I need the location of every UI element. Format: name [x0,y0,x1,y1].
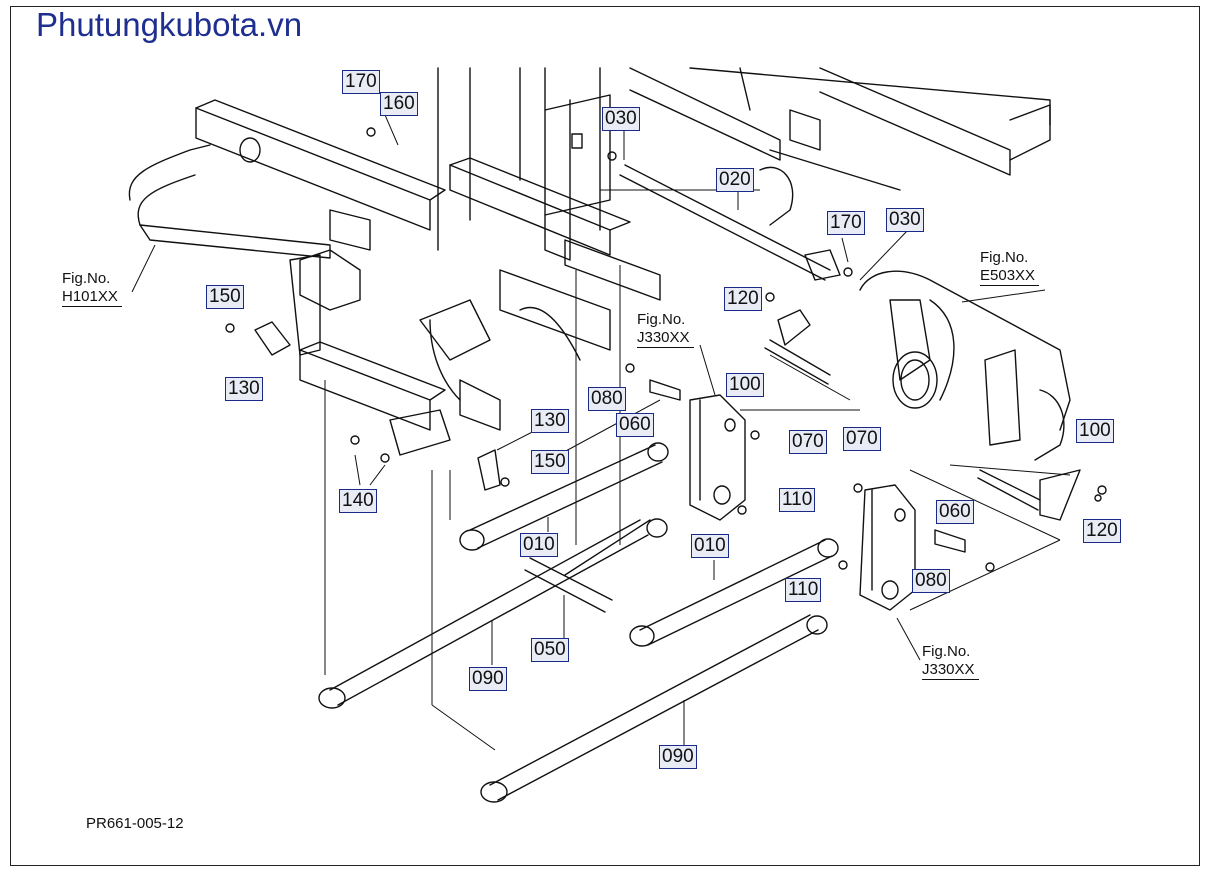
callout-090[interactable]: 090 [659,745,697,769]
callout-080[interactable]: 080 [588,387,626,411]
figure-ref-code: J330XX [637,329,694,348]
callout-100[interactable]: 100 [1076,419,1114,443]
figure-ref-label: Fig.No. [637,311,686,328]
hanger-bracket-left [689,394,746,521]
callout-140[interactable]: 140 [339,489,377,513]
callout-090[interactable]: 090 [469,667,507,691]
figure-ref-code: J330XX [922,661,979,680]
figure-ref-h101[interactable]: Fig.No. H101XX [62,270,122,307]
callout-110[interactable]: 110 [785,578,822,602]
callout-070[interactable]: 070 [843,427,881,451]
bracket-100-left [764,309,831,385]
site-title: Phutungkubota.vn [36,6,303,43]
callout-150[interactable]: 150 [531,450,569,474]
rear-frame [629,67,1051,226]
figure-ref-j330-upper[interactable]: Fig.No. J330XX [637,311,694,348]
hanger-bracket-right [859,484,916,611]
bolts [225,127,1107,572]
callout-170[interactable]: 170 [342,70,380,94]
drawing-number: PR661-005-12 [86,815,184,832]
callout-060[interactable]: 060 [616,413,654,437]
rod-090-upper [318,519,649,709]
callout-170[interactable]: 170 [827,211,865,235]
bracket-100-right [977,469,1081,521]
pin-060-upper [649,379,681,401]
callout-080[interactable]: 080 [912,569,950,593]
shaft-020 [607,151,841,281]
callout-010[interactable]: 010 [520,533,558,557]
link-010-left [459,442,669,551]
figure-ref-e503[interactable]: Fig.No. E503XX [980,249,1040,286]
center-frame [389,67,661,456]
callout-050[interactable]: 050 [531,638,569,662]
figure-ref-code: H101XX [62,288,122,307]
figure-ref-label: Fig.No. [62,270,111,287]
callout-030[interactable]: 030 [602,107,640,131]
figure-ref-code: E503XX [980,267,1040,286]
callout-150[interactable]: 150 [206,285,244,309]
left-frame-rail [128,99,446,431]
pin-060-lower [934,529,966,553]
shaft-050 [524,518,668,613]
plate-130-center [477,449,501,491]
callout-020[interactable]: 020 [716,168,754,192]
callout-030[interactable]: 030 [886,208,924,232]
callout-120[interactable]: 120 [724,287,762,311]
figure-ref-label: Fig.No. [922,643,971,660]
rod-090-lower [480,614,828,803]
link-010-right [629,538,839,647]
callout-100[interactable]: 100 [726,373,764,397]
callout-130[interactable]: 130 [225,377,263,401]
figure-ref-label: Fig.No. [980,249,1029,266]
figure-ref-j330-lower[interactable]: Fig.No. J330XX [922,643,979,680]
callout-010[interactable]: 010 [691,534,729,558]
axle-housing [859,270,1071,461]
callout-060[interactable]: 060 [936,500,974,524]
callout-130[interactable]: 130 [531,409,569,433]
callout-160[interactable]: 160 [380,92,418,116]
callout-120[interactable]: 120 [1083,519,1121,543]
callout-110[interactable]: 110 [779,488,816,512]
plate-130-left [254,321,291,356]
callout-070[interactable]: 070 [789,430,827,454]
drawing-frame [10,6,1200,866]
